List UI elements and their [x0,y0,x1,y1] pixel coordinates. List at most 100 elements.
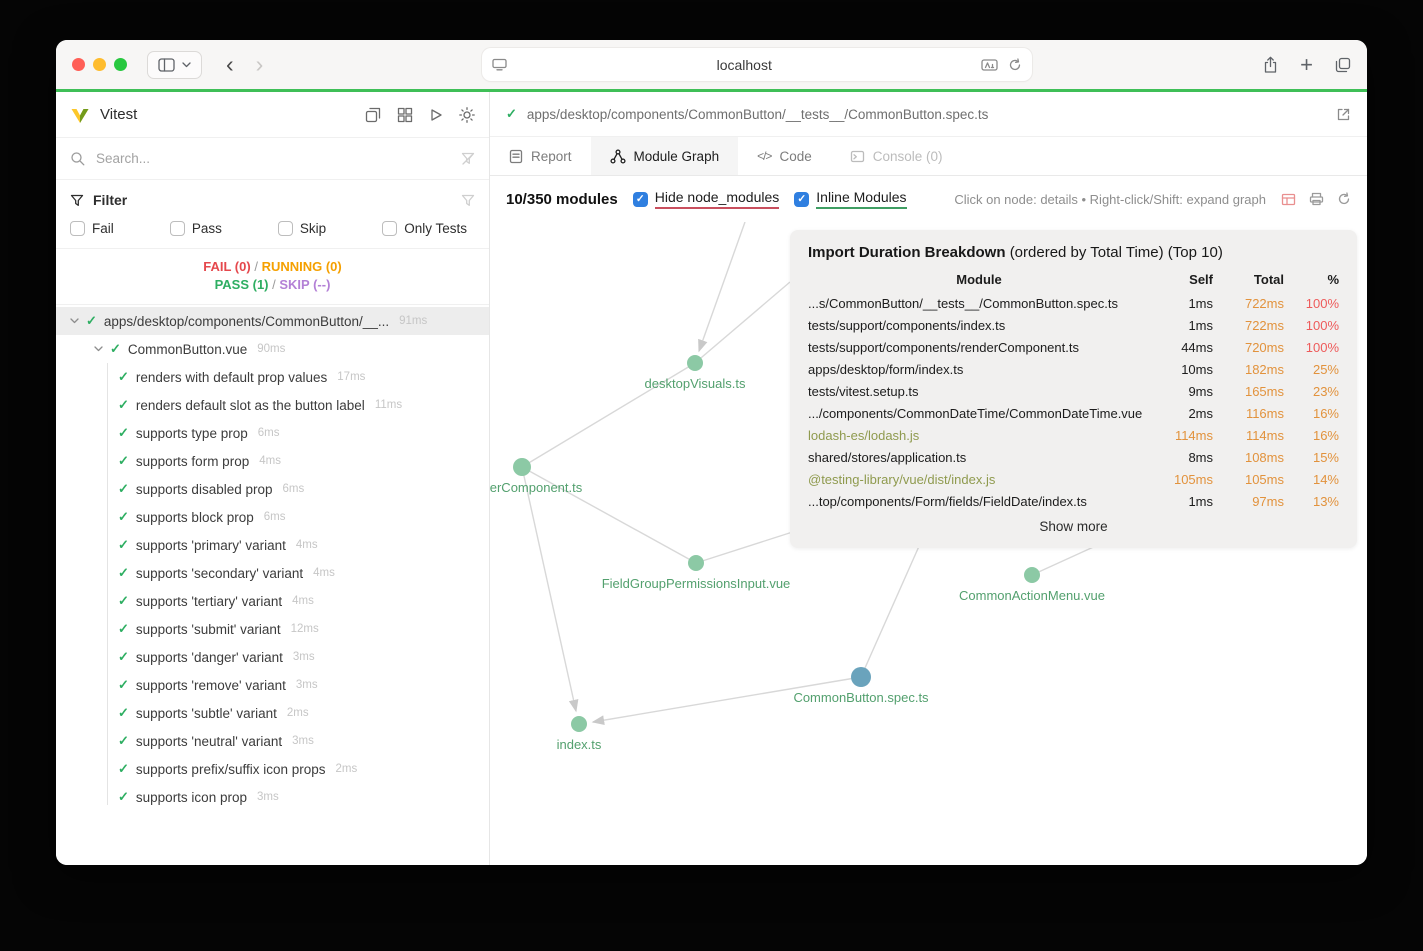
chevron-down-icon[interactable] [94,346,103,352]
graph-node-label[interactable]: desktopVisuals.ts [645,376,746,391]
module-graph-canvas[interactable]: desktopVisuals.ts erComponent.ts FieldGr… [490,222,1367,865]
tab-overview-icon[interactable] [1335,57,1351,73]
tab-report[interactable]: Report [490,137,591,175]
chevron-down-icon [182,61,191,67]
self-time: 1ms [1188,295,1213,311]
checked-checkbox[interactable]: ✓ [632,191,648,207]
breakdown-row[interactable]: .../components/CommonDateTime/CommonDate… [808,402,1339,424]
inline-modules-toggle[interactable]: ✓ Inline Modules [794,189,907,209]
check-icon: ✓ [118,593,129,608]
test-duration: 3ms [256,791,279,803]
filter-pass[interactable]: Pass [169,221,222,236]
funnel-off-icon[interactable] [461,194,475,207]
show-more-button[interactable]: Show more [1039,519,1108,534]
filter-only-tests[interactable]: Only Tests [382,221,467,236]
forward-button[interactable]: › [255,51,264,77]
print-icon[interactable] [1309,192,1324,206]
graph-node[interactable] [1024,567,1040,583]
close-window-button[interactable] [72,58,85,71]
report-icon [509,149,523,163]
graph-node[interactable] [687,355,703,371]
graph-node[interactable] [571,716,587,732]
checkbox[interactable] [277,221,293,236]
reset-graph-icon[interactable] [1337,192,1351,206]
pct: 13% [1312,493,1339,509]
checkbox[interactable] [169,221,185,236]
tab-label: Report [531,148,572,164]
minimize-window-button[interactable] [93,58,106,71]
theme-toggle-icon[interactable] [459,106,475,123]
chevron-down-icon[interactable] [70,318,79,324]
breakdown-row[interactable]: tests/support/components/renderComponent… [808,336,1339,358]
dashboard-icon[interactable] [397,107,413,123]
graph-node-label[interactable]: FieldGroupPermissionsInput.vue [602,576,791,591]
address-bar[interactable]: localhost [482,48,1033,81]
search-input[interactable] [94,150,452,167]
tab-code[interactable]: </> Code [738,137,831,175]
test-name: renders default slot as the button label [135,397,365,413]
filter-fail[interactable]: Fail [70,221,114,236]
total-time: 114ms [1245,427,1284,443]
tab-module-graph[interactable]: Module Graph [590,137,739,175]
breakdown-row[interactable]: ...top/components/Form/fields/FieldDate/… [808,490,1339,512]
sidebar-toggle-button[interactable] [147,50,202,79]
graph-node-label[interactable]: index.ts [557,737,602,752]
clear-filter-icon[interactable] [461,152,475,165]
maximize-window-button[interactable] [114,58,127,71]
checked-checkbox[interactable]: ✓ [794,191,810,207]
share-icon[interactable] [1263,56,1278,74]
graph-node[interactable] [513,458,531,476]
file-row[interactable]: ✓ apps/desktop/components/CommonButton/_… [56,307,489,335]
hide-node-modules-toggle[interactable]: ✓ Hide node_modules [632,189,780,209]
reload-icon[interactable] [1008,57,1022,72]
run-all-icon[interactable] [429,108,443,122]
check-icon: ✓ [118,565,129,580]
graph-node[interactable] [688,555,704,571]
graph-node-label[interactable]: CommonActionMenu.vue [959,588,1105,603]
breakdown-row[interactable]: ...s/CommonButton/__tests__/CommonButton… [808,292,1339,314]
open-external-icon[interactable] [1336,107,1351,122]
back-button[interactable]: ‹ [226,51,234,77]
tab-console[interactable]: Console (0) [831,137,962,175]
site-settings-icon[interactable] [981,58,998,72]
suite-row[interactable]: ✓ CommonButton.vue 90ms [56,335,489,363]
new-tab-button[interactable]: + [1300,51,1313,77]
col-total: Total [1253,272,1284,287]
checkbox[interactable] [382,221,398,236]
graph-node-label[interactable]: erComponent.ts [490,480,583,495]
checkbox[interactable] [70,221,85,236]
ui-panels-icon[interactable] [365,107,381,123]
test-row[interactable]: ✓renders default slot as the button labe… [56,391,489,419]
filter-skip[interactable]: Skip [277,221,326,236]
table-toggle-icon[interactable] [1281,193,1296,206]
check-icon: ✓ [506,106,517,121]
graph-node-root[interactable] [851,667,871,687]
pct: 25% [1312,361,1339,377]
module-name: lodash-es/lodash.js [808,427,920,443]
graph-node-label[interactable]: CommonButton.spec.ts [793,690,929,705]
module-graph-pane[interactable]: desktopVisuals.ts erComponent.ts FieldGr… [490,222,1367,865]
